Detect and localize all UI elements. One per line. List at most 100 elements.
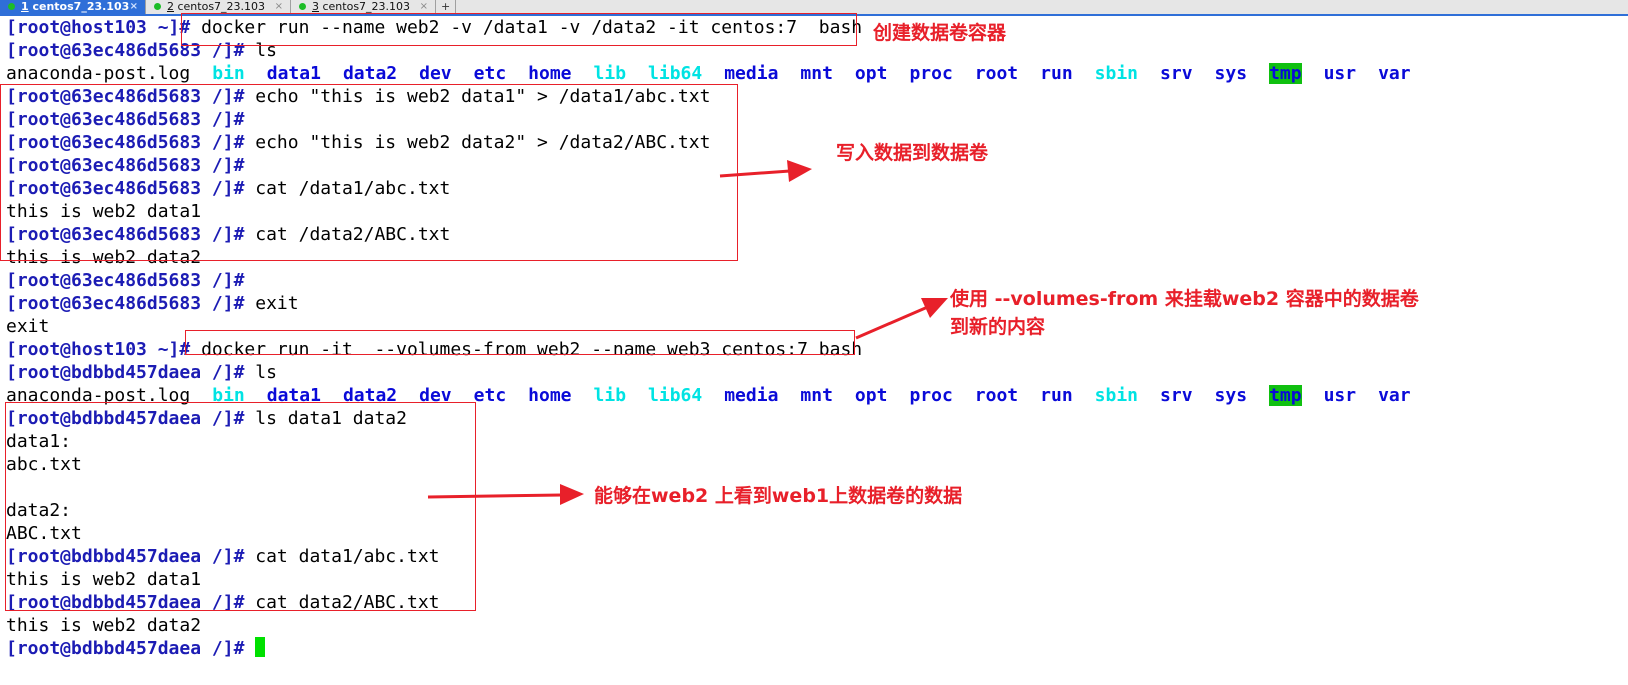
ls-dir-opt: opt	[854, 385, 888, 406]
shell-prompt: [root@63ec486d5683 /]#	[6, 155, 245, 176]
close-icon[interactable]: ×	[129, 1, 138, 12]
terminal-line: [root@bdbbd457daea /]# ls	[6, 361, 1626, 384]
annotation-create-volume-container: 创建数据卷容器	[873, 22, 1007, 44]
ls-dir-data1: data1	[266, 385, 321, 406]
terminal-line: [root@63ec486d5683 /]# exit	[6, 292, 1626, 315]
terminal-line: [root@63ec486d5683 /]# echo "this is web…	[6, 131, 1626, 154]
output-line: abc.txt	[6, 454, 82, 475]
terminal-line: [root@63ec486d5683 /]# cat /data1/abc.tx…	[6, 177, 1626, 200]
shell-prompt: [root@host103 ~]#	[6, 339, 191, 360]
ls-dir-dev: dev	[419, 385, 452, 406]
ls-dir-run: run	[1040, 385, 1073, 406]
ls-dir-sys: sys	[1214, 63, 1248, 84]
ls-dir-var: var	[1378, 385, 1411, 406]
ls-dir-dev: dev	[419, 63, 452, 84]
output-line: this is web2 data2	[6, 247, 202, 268]
ls-dir-data1: data1	[266, 63, 321, 84]
ls-dir-srv: srv	[1160, 385, 1193, 406]
ls-dir-usr: usr	[1323, 385, 1357, 406]
shell-prompt: [root@bdbbd457daea /]#	[6, 592, 245, 613]
tab-session-3[interactable]: 3 centos7_23.103 ×	[291, 0, 436, 14]
command-text: cat /data2/ABC.txt	[244, 224, 451, 245]
terminal-line: [root@bdbbd457daea /]# cat data1/abc.txt	[6, 545, 1626, 568]
ls-dir-proc: proc	[909, 385, 953, 406]
ls-dir-bin: bin	[212, 63, 245, 84]
ls-dir-data2: data2	[342, 385, 398, 406]
ls-dir-home: home	[528, 63, 572, 84]
command-text: ls	[244, 362, 277, 383]
ls-dir-usr: usr	[1323, 63, 1357, 84]
ls-dir-tmp: tmp	[1269, 63, 1302, 84]
terminal-line: [root@63ec486d5683 /]#	[6, 154, 1626, 177]
ls-dir-bin: bin	[212, 385, 245, 406]
ls-dir-var: var	[1378, 63, 1411, 84]
output-line: this is web2 data1	[6, 569, 202, 590]
shell-prompt: [root@bdbbd457daea /]#	[6, 408, 245, 429]
ls-dir-lib64: lib64	[648, 63, 703, 84]
ls-dir-media: media	[724, 63, 779, 84]
command-text: ls data1 data2	[244, 408, 407, 429]
annotation-read-data: 能够在web2 上看到web1上数据卷的数据	[594, 485, 963, 507]
output-line: exit	[6, 316, 50, 337]
ls-dir-mnt: mnt	[800, 63, 833, 84]
annotation-volumes-from-line1: 使用 --volumes-from 来挂载web2 容器中的数据卷	[950, 288, 1419, 310]
shell-prompt: [root@bdbbd457daea /]#	[6, 362, 245, 383]
ls-dir-tmp: tmp	[1269, 385, 1302, 406]
green-dot-icon	[299, 3, 306, 10]
green-dot-icon	[8, 3, 15, 10]
ls-dir-srv: srv	[1160, 63, 1193, 84]
ls-dir-sbin: sbin	[1094, 385, 1139, 406]
terminal-line: [root@bdbbd457daea /]# cat data2/ABC.txt	[6, 591, 1626, 614]
shell-prompt: [root@63ec486d5683 /]#	[6, 224, 245, 245]
terminal-output[interactable]: [root@host103 ~]# docker run --name web2…	[6, 16, 1626, 660]
ls-dir-root: root	[974, 63, 1019, 84]
close-icon[interactable]: ×	[274, 1, 283, 12]
shell-prompt: [root@63ec486d5683 /]#	[6, 109, 245, 130]
ls-file: anaconda-post.log	[6, 63, 191, 84]
ls-dir-lib: lib	[593, 63, 627, 84]
command-text: cat data1/abc.txt	[244, 546, 440, 567]
ls-dir-home: home	[528, 385, 572, 406]
terminal-line: [root@63ec486d5683 /]#	[6, 108, 1626, 131]
ls-dir-lib64: lib64	[648, 385, 703, 406]
shell-prompt: [root@63ec486d5683 /]#	[6, 293, 245, 314]
terminal-line: [root@bdbbd457daea /]# ls data1 data2	[6, 407, 1626, 430]
ls-dir-media: media	[724, 385, 779, 406]
ls-dir-sys: sys	[1214, 385, 1248, 406]
command-text: docker run --name web2 -v /data1 -v /dat…	[190, 17, 863, 38]
terminal-line: [root@bdbbd457daea /]#	[6, 637, 1626, 660]
ls-dir-root: root	[974, 385, 1019, 406]
text-cursor	[255, 637, 266, 657]
ls-dir-sbin: sbin	[1094, 63, 1139, 84]
terminal-line: [root@63ec486d5683 /]# cat /data2/ABC.tx…	[6, 223, 1626, 246]
tab-session-1[interactable]: 1 centos7_23.103 ×	[0, 0, 146, 14]
annotation-volumes-from-line2: 到新的内容	[950, 316, 1046, 338]
command-text: echo "this is web2 data1" > /data1/abc.t…	[244, 86, 711, 107]
close-icon[interactable]: ×	[419, 1, 428, 12]
command-text: exit	[244, 293, 299, 314]
ls-dir-opt: opt	[854, 63, 888, 84]
terminal-line: [root@63ec486d5683 /]#	[6, 269, 1626, 292]
ls-dir-data2: data2	[342, 63, 398, 84]
shell-prompt: [root@63ec486d5683 /]#	[6, 132, 245, 153]
ls-dir-proc: proc	[909, 63, 953, 84]
output-line: data1:	[6, 431, 72, 452]
ls-dir-lib: lib	[593, 385, 627, 406]
tab-session-2[interactable]: 2 centos7_23.103 ×	[146, 0, 291, 14]
shell-prompt: [root@63ec486d5683 /]#	[6, 86, 245, 107]
new-tab-button[interactable]: +	[436, 0, 456, 14]
command-text: cat /data1/abc.txt	[244, 178, 451, 199]
shell-prompt: [root@63ec486d5683 /]#	[6, 178, 245, 199]
command-text: cat data2/ABC.txt	[244, 592, 440, 613]
command-text: echo "this is web2 data2" > /data2/ABC.t…	[244, 132, 711, 153]
shell-prompt: [root@bdbbd457daea /]#	[6, 546, 245, 567]
shell-prompt: [root@host103 ~]#	[6, 17, 191, 38]
terminal-line: [root@63ec486d5683 /]# echo "this is web…	[6, 85, 1626, 108]
annotation-write-data: 写入数据到数据卷	[836, 142, 989, 164]
output-line: data2:	[6, 500, 72, 521]
ls-file: anaconda-post.log	[6, 385, 191, 406]
green-dot-icon	[154, 3, 161, 10]
